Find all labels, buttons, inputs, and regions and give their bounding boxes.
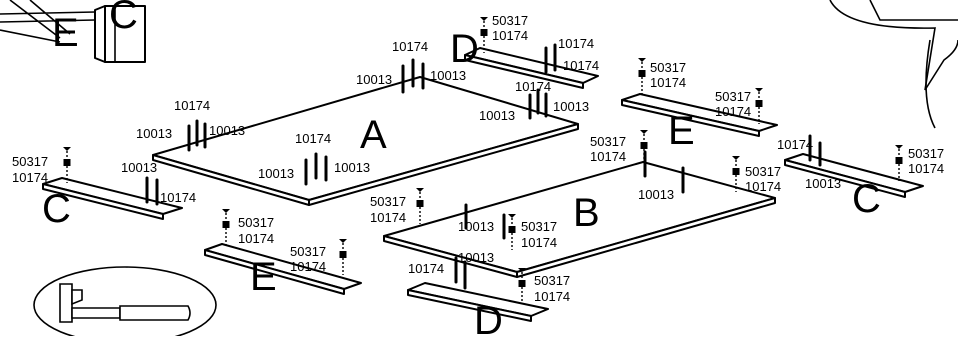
pn-10174: 10174 (745, 179, 781, 194)
cam-bolts (63, 17, 903, 304)
pn-10174: 10174 (370, 210, 406, 225)
inset-previous-step: E C (0, 0, 146, 63)
pn-10174: 10174 (558, 36, 594, 51)
inset-label-c: C (109, 0, 138, 37)
pn-10174: 10174 (515, 79, 551, 94)
pn-10013: 10013 (553, 99, 589, 114)
pn-10013: 10013 (805, 176, 841, 191)
pn-10013: 10013 (479, 108, 515, 123)
pn-50317: 50317 (290, 244, 326, 259)
panel-a-label: A (360, 113, 387, 157)
pn-10174: 10174 (392, 39, 428, 54)
pn-10013: 10013 (136, 126, 172, 141)
panel-d-top-label: D (450, 27, 479, 71)
pn-10174: 10174 (777, 137, 813, 152)
panel-b: B (383, 161, 776, 278)
pn-10174: 10174 (650, 75, 686, 90)
pn-50317: 50317 (521, 219, 557, 234)
pn-10174: 10174 (160, 190, 196, 205)
panel-e-left-label: E (250, 255, 277, 299)
panel-e-right: E (621, 93, 778, 153)
pn-10013: 10013 (638, 187, 674, 202)
hammer-icon (33, 266, 217, 341)
pn-10174: 10174 (295, 131, 331, 146)
pn-10013: 10013 (356, 72, 392, 87)
pn-50317: 50317 (745, 164, 781, 179)
pn-50317: 50317 (715, 89, 751, 104)
panel-c-left-label: C (42, 187, 71, 231)
pn-10013: 10013 (458, 250, 494, 265)
panel-c-right: C (784, 153, 924, 221)
panel-e-left: E (204, 243, 362, 299)
panel-e-right-label: E (668, 109, 695, 153)
pn-10174: 10174 (290, 259, 326, 274)
pn-10174: 10174 (590, 149, 626, 164)
pn-10174: 10174 (715, 104, 751, 119)
pn-10174: 10174 (238, 231, 274, 246)
panel-a: A (152, 76, 579, 206)
pn-50317: 50317 (534, 273, 570, 288)
panel-d-top: D (450, 27, 599, 89)
pn-10013: 10013 (458, 219, 494, 234)
panel-c-left: C (42, 177, 183, 231)
pn-50317: 50317 (908, 146, 944, 161)
pn-10174: 10174 (174, 98, 210, 113)
pn-10174: 10174 (563, 58, 599, 73)
panel-d-bottom: D (407, 282, 549, 341)
inset-label-e: E (52, 11, 79, 55)
pn-50317: 50317 (650, 60, 686, 75)
panel-c-right-label: C (852, 177, 881, 221)
pn-10174: 10174 (12, 170, 48, 185)
detail-bubble (829, 0, 958, 129)
pn-50317: 50317 (492, 13, 528, 28)
pn-10174: 10174 (534, 289, 570, 304)
pn-10174: 10174 (492, 28, 528, 43)
pn-10013: 10013 (430, 68, 466, 83)
pn-10174: 10174 (408, 261, 444, 276)
panel-b-label: B (573, 191, 600, 235)
pn-10013: 10013 (334, 160, 370, 175)
pn-50317: 50317 (12, 154, 48, 169)
pn-10174: 10174 (908, 161, 944, 176)
pn-10013: 10013 (258, 166, 294, 181)
part-callouts: 50317 10174 10174 10174 10174 10013 1001… (12, 13, 944, 304)
pn-50317: 50317 (370, 194, 406, 209)
pn-10174: 10174 (521, 235, 557, 250)
pegs (145, 43, 822, 290)
pn-50317: 50317 (238, 215, 274, 230)
pn-10013: 10013 (121, 160, 157, 175)
pn-50317: 50317 (590, 134, 626, 149)
panel-d-bottom-label: D (474, 299, 503, 336)
pn-10013: 10013 (209, 123, 245, 138)
